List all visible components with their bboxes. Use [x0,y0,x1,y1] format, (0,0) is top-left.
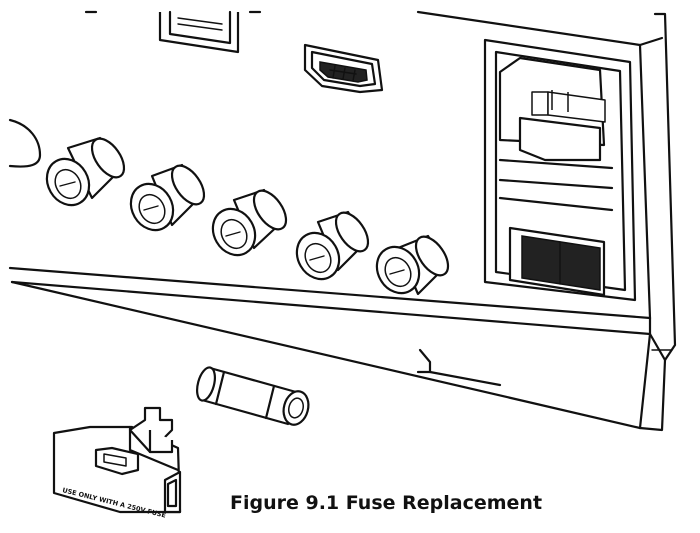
bnc-connector-4 [211,188,288,257]
rear-panel [8,10,677,432]
bnc-connector-3 [129,163,206,232]
bnc-connector-2 [45,136,126,207]
power-inlet-module [483,38,637,302]
bnc-connector-5 [295,210,370,281]
figure-caption: Figure 9.1 Fuse Replacement [230,492,543,514]
fuse-holder: USE ONLY WITH A 250V FUSE [52,406,182,520]
bnc-connector-6 [375,234,450,296]
hdmi-port [303,43,384,94]
fuse [196,366,310,426]
lan-port [158,10,240,54]
bnc-connector-1 [8,118,42,168]
